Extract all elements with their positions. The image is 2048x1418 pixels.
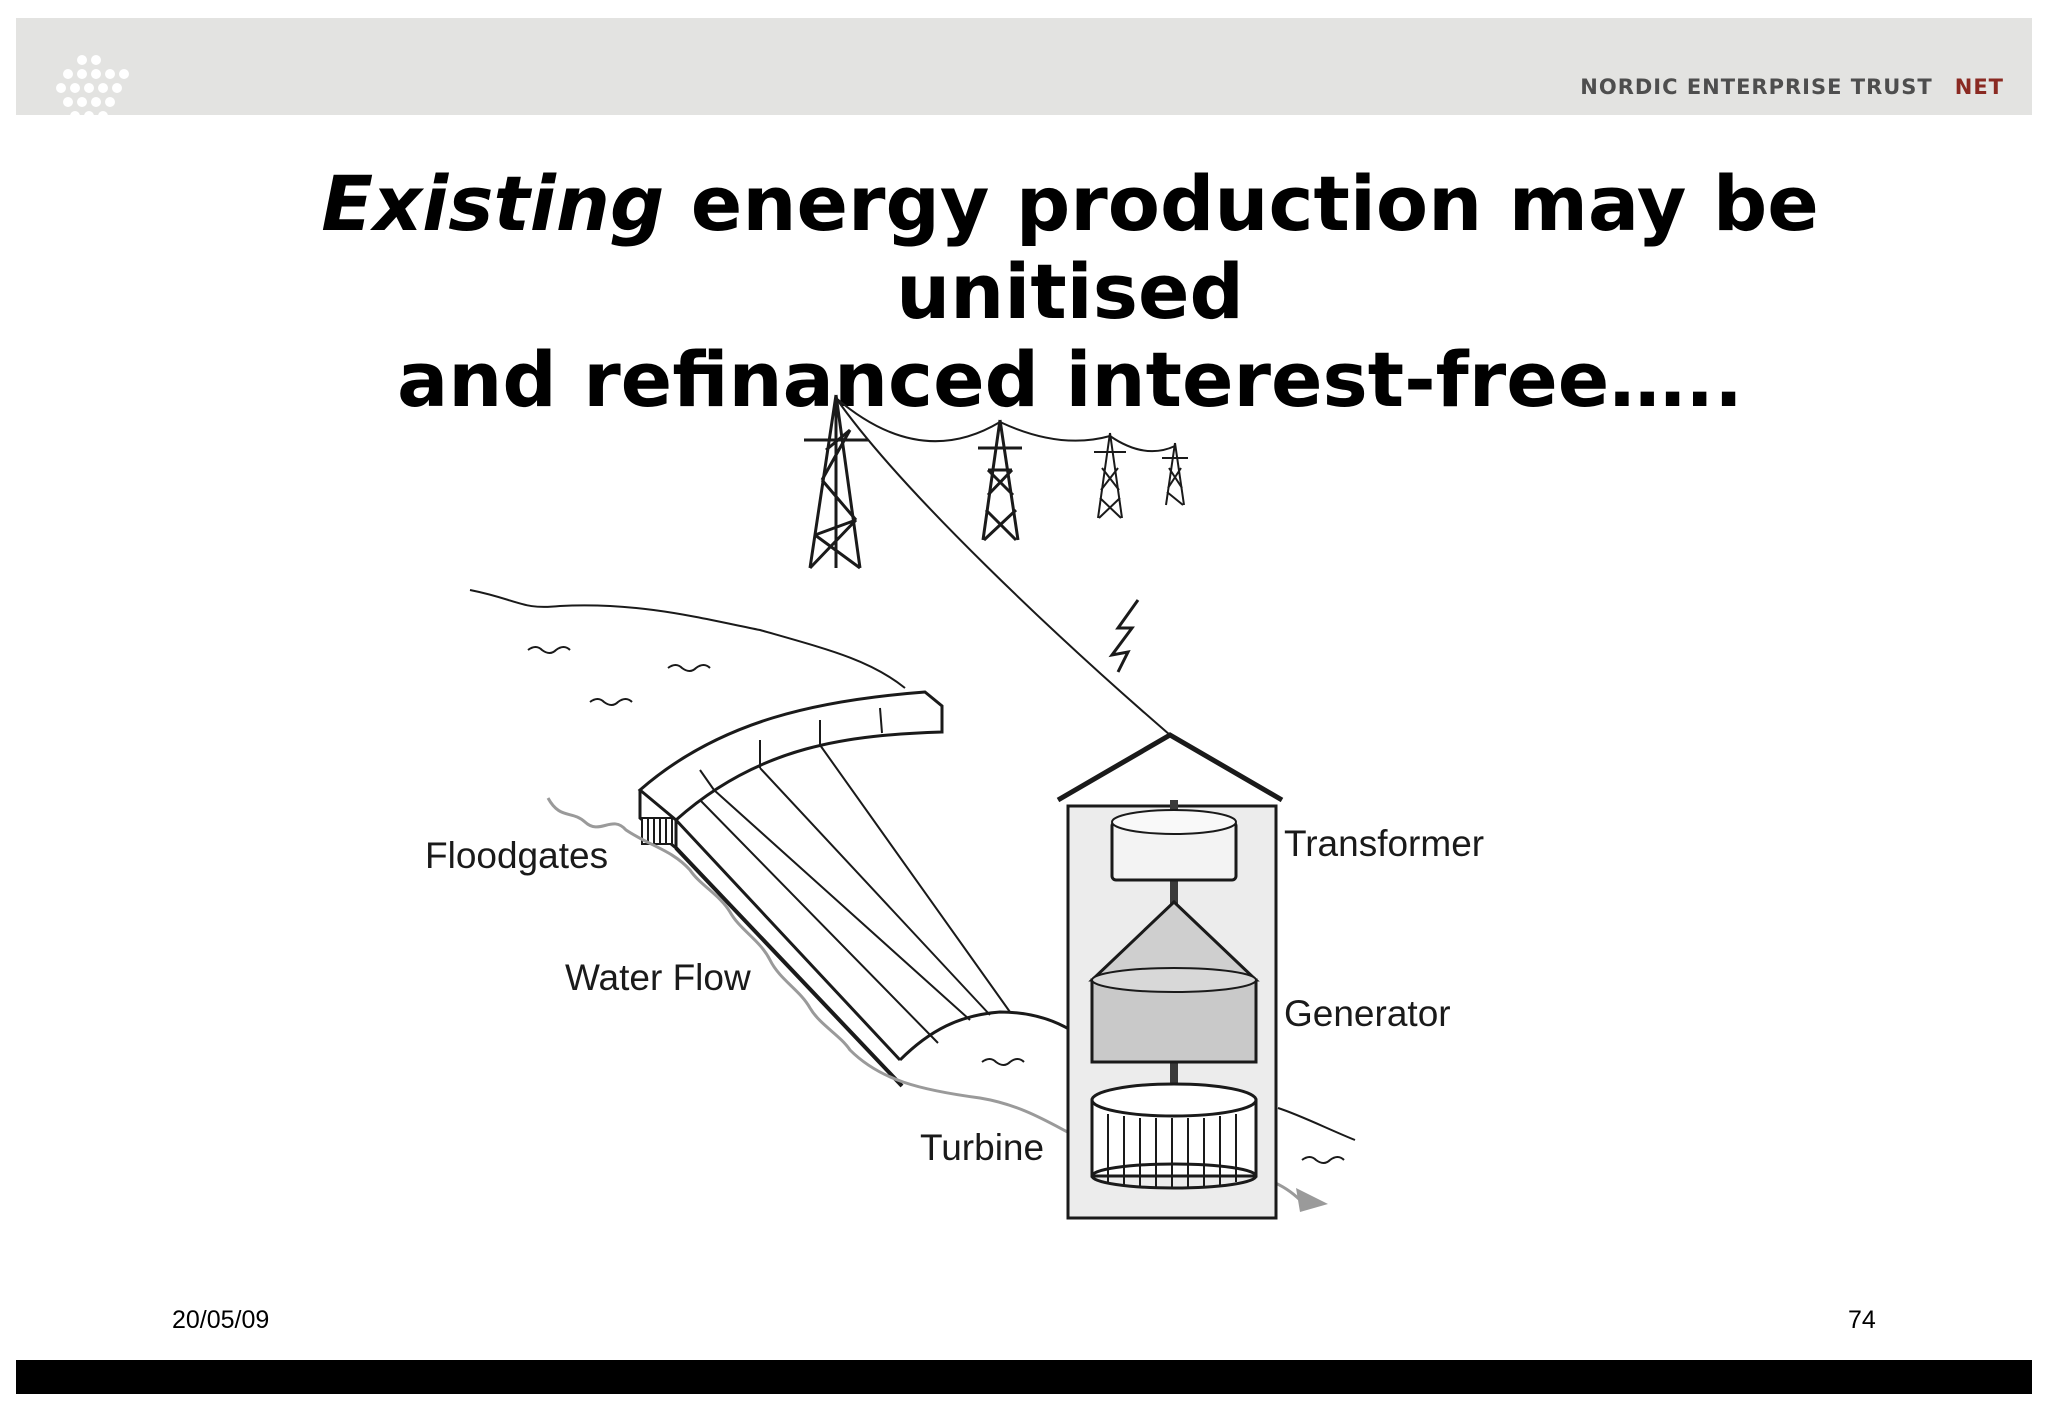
- title-line1: energy production may be unitised: [664, 159, 1819, 336]
- title-emphasis: Existing: [321, 159, 665, 248]
- lightning-icon: [1108, 599, 1140, 673]
- footer-bar: [16, 1360, 2032, 1394]
- power-cables: [835, 397, 1176, 736]
- dot-grid-logo: [56, 55, 129, 121]
- label-transformer: Transformer: [1284, 823, 1485, 864]
- tower-2: [978, 419, 1022, 542]
- footer-date: 20/05/09: [172, 1306, 270, 1334]
- flow-arrow-icon: [1296, 1188, 1328, 1212]
- reservoir: [469, 589, 906, 706]
- powerhouse: [1056, 732, 1284, 1220]
- floodgate-grille: [641, 817, 673, 845]
- brand-text: NORDIC ENTERPRISE TRUST: [1580, 75, 1933, 99]
- slide-title: Existing energy production may be unitis…: [140, 160, 2000, 424]
- label-generator: Generator: [1284, 993, 1451, 1034]
- page-number: 74: [1848, 1306, 1876, 1334]
- label-turbine: Turbine: [920, 1127, 1045, 1168]
- power-towers: [804, 394, 1188, 570]
- brand-abbrev: NET: [1954, 75, 2004, 99]
- tower-1: [804, 394, 868, 570]
- label-floodgates: Floodgates: [425, 835, 609, 876]
- label-water-flow: Water Flow: [565, 957, 751, 998]
- turbine-unit: [1090, 1082, 1258, 1190]
- dam: [637, 690, 1086, 1088]
- generator-unit: [1088, 899, 1260, 1064]
- tower-4: [1162, 442, 1188, 506]
- title-line2: and refinanced interest-free…..: [396, 335, 1744, 424]
- tailwater: [981, 1058, 1356, 1164]
- brand-name: NORDIC ENTERPRISE TRUST NET: [1580, 75, 2004, 103]
- header-bar: NORDIC ENTERPRISE TRUST NET: [16, 18, 2032, 121]
- transformer-unit: [1110, 809, 1238, 882]
- tower-3: [1094, 432, 1126, 519]
